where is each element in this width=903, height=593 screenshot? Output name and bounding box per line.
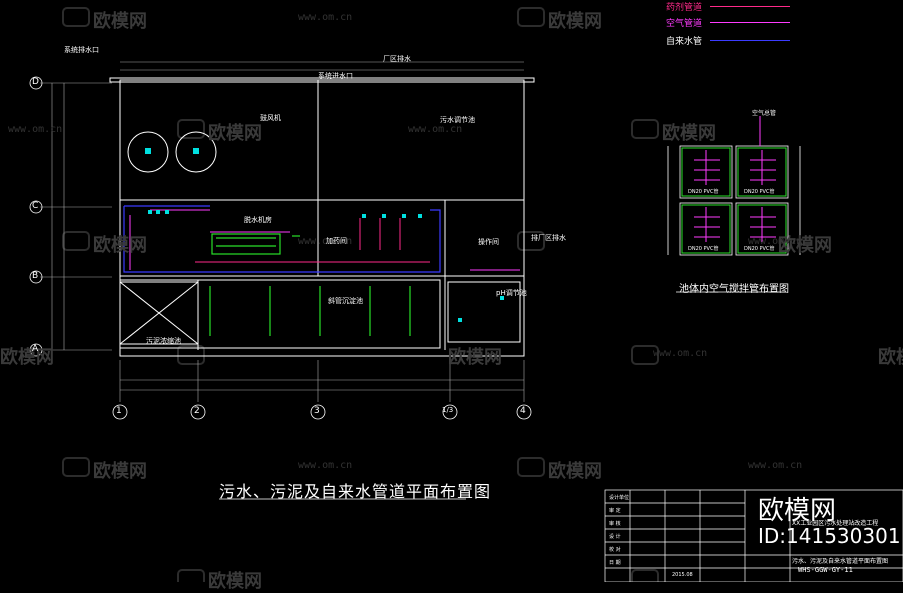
watermark-brand: 欧模网 bbox=[548, 11, 602, 32]
watermark-brand: 欧模网 bbox=[208, 571, 262, 592]
title-block-company: XX工业园区污水处理站改造工程 bbox=[792, 520, 879, 527]
panel-top-label: 空气总管 bbox=[752, 110, 777, 117]
panel-pipe-label: DN20 PVC管 bbox=[688, 246, 719, 252]
watermark-url: www.om.cn bbox=[298, 12, 353, 23]
axis-letter: D bbox=[32, 77, 39, 87]
watermark-url: www.om.cn bbox=[653, 348, 708, 359]
watermark-url: www.om.cn bbox=[8, 124, 63, 135]
dimension-lines bbox=[40, 61, 525, 402]
brand-overlay-id: ID:141530301 bbox=[758, 524, 901, 548]
drawing-number: WHS-GGW-GY-11 bbox=[798, 566, 853, 574]
label-side-note: 排厂区排水 bbox=[531, 234, 566, 242]
label-plant-drain: 厂区排水 bbox=[383, 55, 411, 63]
label-sludge-tank: 污泥浓缩池 bbox=[146, 337, 181, 345]
panel-pipe-label: DN20 PVC管 bbox=[744, 246, 775, 252]
chemical-pipes bbox=[195, 218, 430, 263]
legend-item-air: 空气管道 bbox=[666, 16, 790, 29]
watermark-url: www.om.cn bbox=[298, 236, 353, 247]
title-block-row: 审 定 bbox=[609, 508, 621, 514]
air-stirring-panels bbox=[667, 116, 801, 293]
axis-number: 2 bbox=[194, 406, 200, 416]
legend-item-chemical: 药剂管道 bbox=[666, 0, 790, 13]
label-settling-tank: 斜管沉淀池 bbox=[328, 297, 363, 305]
legend-label: 空气管道 bbox=[666, 19, 703, 29]
watermark-brand: 欧模网 bbox=[93, 461, 147, 482]
title-block-drawing-name: 污水、污泥及自来水管道平面布置图 bbox=[792, 558, 889, 565]
label-control-room: 操作间 bbox=[478, 238, 499, 246]
watermark-brand: 欧模网 bbox=[208, 123, 262, 144]
axis-letter: C bbox=[32, 201, 39, 211]
water-pipes bbox=[123, 205, 441, 273]
watermark-url: www.om.cn bbox=[408, 124, 463, 135]
label-blower: 鼓风机 bbox=[260, 114, 281, 122]
panel-pipe-label: DN20 PVC管 bbox=[688, 189, 719, 195]
watermark-brand: 欧模网 bbox=[0, 347, 54, 368]
watermark-brand: 欧模网 bbox=[93, 235, 147, 256]
axis-bubbles bbox=[29, 76, 532, 420]
title-block-row: 校 对 bbox=[609, 547, 621, 553]
legend-swatch bbox=[710, 6, 790, 7]
axis-number: 3 bbox=[314, 406, 320, 416]
watermark-brand: 欧模网 bbox=[93, 11, 147, 32]
axis-number: 1 bbox=[116, 406, 122, 416]
axis-letter: A bbox=[32, 344, 39, 354]
watermark-brand: 欧模网 bbox=[448, 347, 502, 368]
watermark-url: www.om.cn bbox=[298, 460, 353, 471]
label-dosing-room: 加药间 bbox=[326, 237, 347, 245]
label-equalization: 污水调节池 bbox=[440, 116, 475, 124]
brand-overlay-name: 欧模网 bbox=[758, 496, 837, 526]
axis-number: 4 bbox=[520, 406, 526, 416]
label-outlet: 系统排水口 bbox=[64, 46, 99, 54]
label-ph-tank: pH调节池 bbox=[496, 289, 527, 297]
title-block-date: 2015.08 bbox=[672, 572, 693, 578]
legend-label: 药剂管道 bbox=[666, 3, 703, 13]
cyan-fittings bbox=[145, 148, 504, 322]
label-inlet: 系统进水口 bbox=[318, 72, 353, 80]
panel-pipe-label: DN20 PVC管 bbox=[744, 189, 775, 195]
legend-item-water: 自来水管 bbox=[666, 34, 790, 47]
axis-letter: B bbox=[32, 271, 39, 281]
label-dewatering-room: 脱水机房 bbox=[244, 216, 272, 224]
title-block-row: 设计单位 bbox=[609, 495, 630, 501]
axis-number: 1/3 bbox=[442, 406, 454, 414]
tanks bbox=[119, 131, 521, 345]
title-block-row: 设 计 bbox=[609, 534, 621, 540]
sub-title: 池体内空气搅拌管布置图 bbox=[679, 284, 789, 295]
watermark-brand: 欧模网 bbox=[662, 123, 716, 144]
green-equipment bbox=[209, 233, 411, 336]
watermark-brand: 欧模网 bbox=[778, 235, 832, 256]
watermark-logos bbox=[62, 7, 659, 582]
legend-swatch bbox=[710, 40, 790, 41]
watermark-brand: 欧模网 bbox=[878, 347, 903, 368]
title-block bbox=[604, 489, 903, 582]
legend-swatch bbox=[710, 22, 790, 23]
title-block-row: 审 核 bbox=[609, 521, 621, 527]
watermark-url: www.om.cn bbox=[748, 460, 803, 471]
title-block-row: 日 期 bbox=[609, 560, 621, 566]
main-title: 污水、污泥及自来水管道平面布置图 bbox=[219, 482, 492, 501]
legend-label: 自来水管 bbox=[666, 37, 703, 47]
watermark-brand: 欧模网 bbox=[548, 461, 602, 482]
watermark-url: www.om.cn bbox=[748, 236, 803, 247]
